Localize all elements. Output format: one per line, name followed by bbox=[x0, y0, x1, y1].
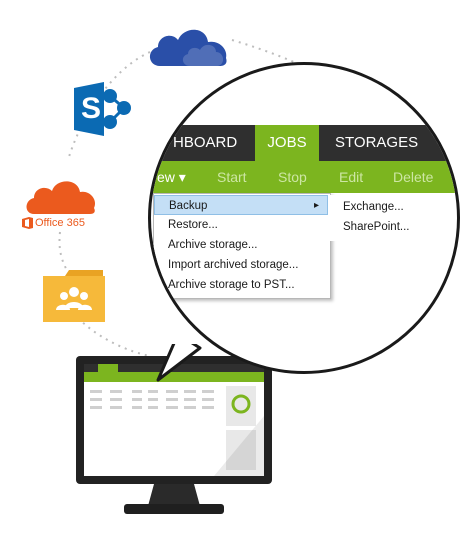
onedrive-cloud-icon bbox=[146, 18, 230, 70]
sharepoint-icon: S bbox=[72, 82, 134, 136]
menu-item-archive-storage[interactable]: Archive storage... bbox=[168, 239, 258, 251]
submenu-item-sharepoint[interactable]: SharePoint... bbox=[343, 221, 410, 233]
menu-item-restore[interactable]: Restore... bbox=[168, 219, 218, 231]
lens-pointer bbox=[156, 330, 210, 382]
office365-cloud-icon bbox=[24, 172, 98, 220]
view-dropdown-button[interactable]: ew ▾ bbox=[157, 169, 186, 185]
menu-item-import-archived-storage[interactable]: Import archived storage... bbox=[168, 259, 299, 271]
shared-folder-icon bbox=[43, 270, 105, 322]
tab-jobs[interactable]: JOBS bbox=[255, 125, 319, 161]
backup-submenu: Exchange... SharePoint... bbox=[329, 195, 449, 241]
jobs-toolbar: ew ▾ Start Stop Edit Delete bbox=[151, 161, 457, 193]
start-button[interactable]: Start bbox=[217, 169, 247, 185]
sharepoint-letter: S bbox=[80, 92, 101, 125]
tab-storages[interactable]: STORAGES bbox=[335, 134, 419, 151]
office365-label: Office 365 bbox=[22, 216, 102, 230]
tab-dashboard[interactable]: HBOARD bbox=[173, 134, 238, 151]
office-logo-icon bbox=[22, 217, 33, 229]
menu-item-archive-to-pst[interactable]: Archive storage to PST... bbox=[168, 279, 295, 291]
magnifier-lens: HBOARD JOBS STORAGES ew ▾ Start Stop Edi… bbox=[148, 62, 460, 374]
delete-button[interactable]: Delete bbox=[393, 169, 434, 185]
context-menu: Backup ▸ Restore... Archive storage... I… bbox=[153, 193, 331, 299]
stop-button[interactable]: Stop bbox=[278, 169, 307, 185]
menu-item-backup[interactable]: Backup ▸ bbox=[154, 195, 328, 215]
edit-button[interactable]: Edit bbox=[339, 169, 364, 185]
top-navigation: HBOARD JOBS STORAGES bbox=[151, 125, 457, 161]
submenu-arrow-icon: ▸ bbox=[313, 200, 319, 211]
submenu-item-exchange[interactable]: Exchange... bbox=[343, 201, 404, 213]
